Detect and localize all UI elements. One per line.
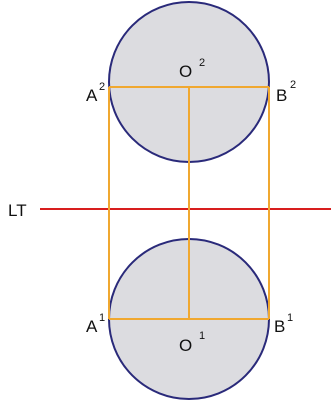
upper-center-label: O <box>179 62 192 81</box>
lower-right-point-sup: 1 <box>287 312 293 324</box>
lower-center-label: O <box>179 336 192 355</box>
lower-right-point-label: B <box>274 317 285 336</box>
upper-left-point-label: A <box>86 86 98 105</box>
upper-right-point-label: B <box>276 86 287 105</box>
lower-center-sup: 1 <box>199 330 205 342</box>
lower-left-point-sup: 1 <box>99 312 105 324</box>
ground-line-label: LT <box>8 201 27 220</box>
upper-left-point-sup: 2 <box>99 81 105 93</box>
lower-left-point-label: A <box>86 317 98 336</box>
upper-center-sup: 2 <box>199 57 205 69</box>
construction-lines <box>108 86 270 320</box>
upper-right-point-sup: 2 <box>290 79 296 91</box>
